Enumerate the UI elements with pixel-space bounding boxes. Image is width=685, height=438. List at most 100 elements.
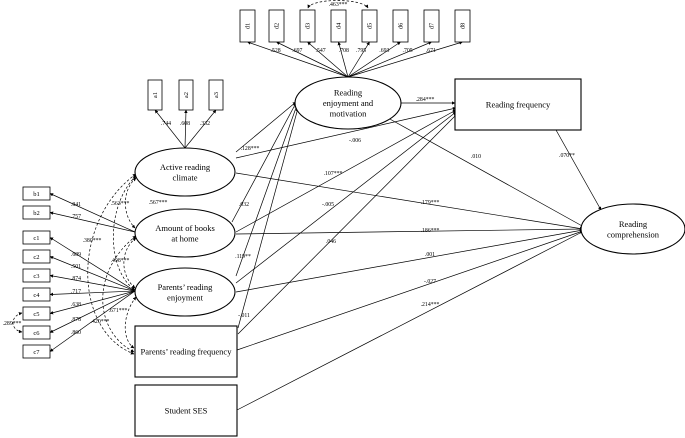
loading-d5	[347, 41, 370, 78]
coef-pre_rf: -.005	[322, 202, 334, 208]
loading-value-d8: .671	[426, 48, 436, 54]
covariance-value-pre-prf: .671***	[109, 308, 128, 314]
path-pre-to-rf	[235, 111, 457, 284]
loading-c4	[49, 290, 136, 297]
latent-label-rc-1: comprehension	[607, 229, 660, 239]
indicator-c3	[22, 268, 51, 283]
loading-value-d5: .795	[356, 48, 366, 54]
loading-d1	[247, 41, 349, 78]
loading-value-c7: .860	[71, 330, 81, 336]
indicator-d5	[361, 9, 378, 43]
covariance-arc-prf	[87, 173, 137, 355]
loading-c1	[49, 237, 136, 292]
indicator-label-a2: a2	[183, 92, 190, 98]
loading-d2	[276, 41, 349, 78]
path-arc-to-rf	[235, 106, 457, 159]
covariance-value-abh-prf: .567***	[149, 200, 168, 206]
indicator-label-c1: c1	[33, 235, 39, 242]
latent-label-rc-0: Reading	[619, 219, 648, 229]
residual-cov-value-c5-c6: .289***	[3, 321, 22, 327]
loading-d4	[337, 41, 349, 78]
loading-value-c6: .878	[71, 317, 81, 323]
indicator-label-a1: a1	[152, 92, 159, 98]
loading-c6	[49, 290, 136, 333]
covariance-pre-prf	[124, 296, 137, 349]
loading-c5	[49, 290, 136, 315]
loading-c3	[49, 274, 136, 292]
latent-label-pre-1: enjoyment	[167, 292, 204, 302]
loading-d8	[347, 41, 463, 78]
path-pre-to-rc	[235, 228, 584, 293]
residual-cov-d3-d5	[307, 0, 369, 9]
indicator-d6	[392, 9, 409, 43]
coef-arc_rc: .179***	[421, 200, 440, 206]
coef-rf_rc: .070**	[559, 153, 575, 159]
path-prf-to-rem	[237, 107, 299, 329]
indicator-label-d2: d2	[274, 23, 281, 30]
path-prf-to-rc	[236, 230, 584, 351]
path-abh-to-rem	[231, 102, 297, 223]
observed-label-prf: Parents’ reading frequency	[141, 347, 233, 357]
path-arc-to-rc	[235, 172, 584, 231]
loading-c7	[49, 290, 136, 352]
path-abh-to-rf	[235, 109, 457, 233]
latent-abh	[134, 208, 236, 258]
indicator-d2	[268, 9, 285, 43]
indicator-label-a3: a3	[213, 92, 220, 98]
loading-value-d6: .693	[379, 48, 389, 54]
loading-value-c2: .501	[71, 264, 81, 270]
indicator-c4	[22, 287, 51, 302]
latent-rc	[580, 203, 685, 255]
loading-value-c3: .874	[71, 276, 81, 282]
covariance-value-arc-abh: .563***	[111, 201, 130, 207]
latent-label-pre-0: Parents’ reading	[158, 282, 214, 292]
covariance-value-arc-pre: .380***	[83, 238, 102, 244]
indicator-d4	[330, 9, 347, 43]
latent-pre	[134, 267, 236, 317]
indicator-label-c4: c4	[33, 292, 40, 299]
latent-label-abh-1: at home	[171, 233, 198, 243]
indicator-label-b2: b2	[33, 210, 40, 217]
path-rf-to-rc	[555, 129, 602, 211]
observed-label-ses: Student SES	[165, 406, 208, 416]
path-ses-to-rc	[236, 230, 585, 411]
coef-abh_rf: .107***	[324, 171, 343, 177]
loading-value-c4: .717	[71, 289, 81, 295]
loading-value-b2: .757	[71, 214, 81, 220]
indicator-label-c3: c3	[33, 273, 39, 280]
coef-prf_rem: -.011	[238, 313, 250, 319]
loading-value-b1: .841	[71, 202, 81, 208]
latent-rem	[294, 76, 402, 130]
indicator-c2	[22, 249, 51, 264]
indicator-b2	[22, 205, 51, 220]
loading-b1	[49, 193, 136, 233]
observed-prf	[134, 325, 238, 378]
coef-pre_rem: .119**	[235, 254, 251, 260]
path-rem-to-rc	[387, 117, 585, 228]
coef-abh_rem: .032	[239, 202, 249, 208]
loading-b2	[49, 211, 136, 233]
residual-cov-value-d3-d5: .463***	[329, 2, 348, 8]
loading-value-d7: .705	[403, 48, 413, 54]
observed-label-rf: Reading frequency	[486, 100, 551, 110]
indicator-c6	[22, 325, 51, 340]
latent-label-rem-0: Reading	[334, 88, 363, 98]
coef-prf_rc: -.027	[424, 279, 436, 285]
loading-value-d2: .697	[292, 48, 302, 54]
indicator-a2	[178, 79, 194, 111]
coef-rem_rf: .284***	[416, 97, 435, 103]
latent-label-rem-2: motivation	[330, 109, 368, 119]
indicator-label-c5: c5	[33, 311, 39, 318]
covariance-value-arc-prf: .420***	[91, 319, 110, 325]
loading-a1	[154, 109, 186, 149]
latent-label-arc-0: Active reading	[160, 162, 211, 172]
indicator-d7	[423, 9, 440, 43]
loading-value-a1: .744	[161, 121, 171, 127]
coef-arc_rem: .128***	[241, 146, 260, 152]
indicator-label-d7: d7	[429, 22, 436, 29]
indicator-c5	[22, 306, 51, 321]
indicator-label-d1: d1	[245, 23, 252, 30]
indicator-c1	[22, 230, 51, 245]
loading-value-d3: .547	[316, 48, 326, 54]
